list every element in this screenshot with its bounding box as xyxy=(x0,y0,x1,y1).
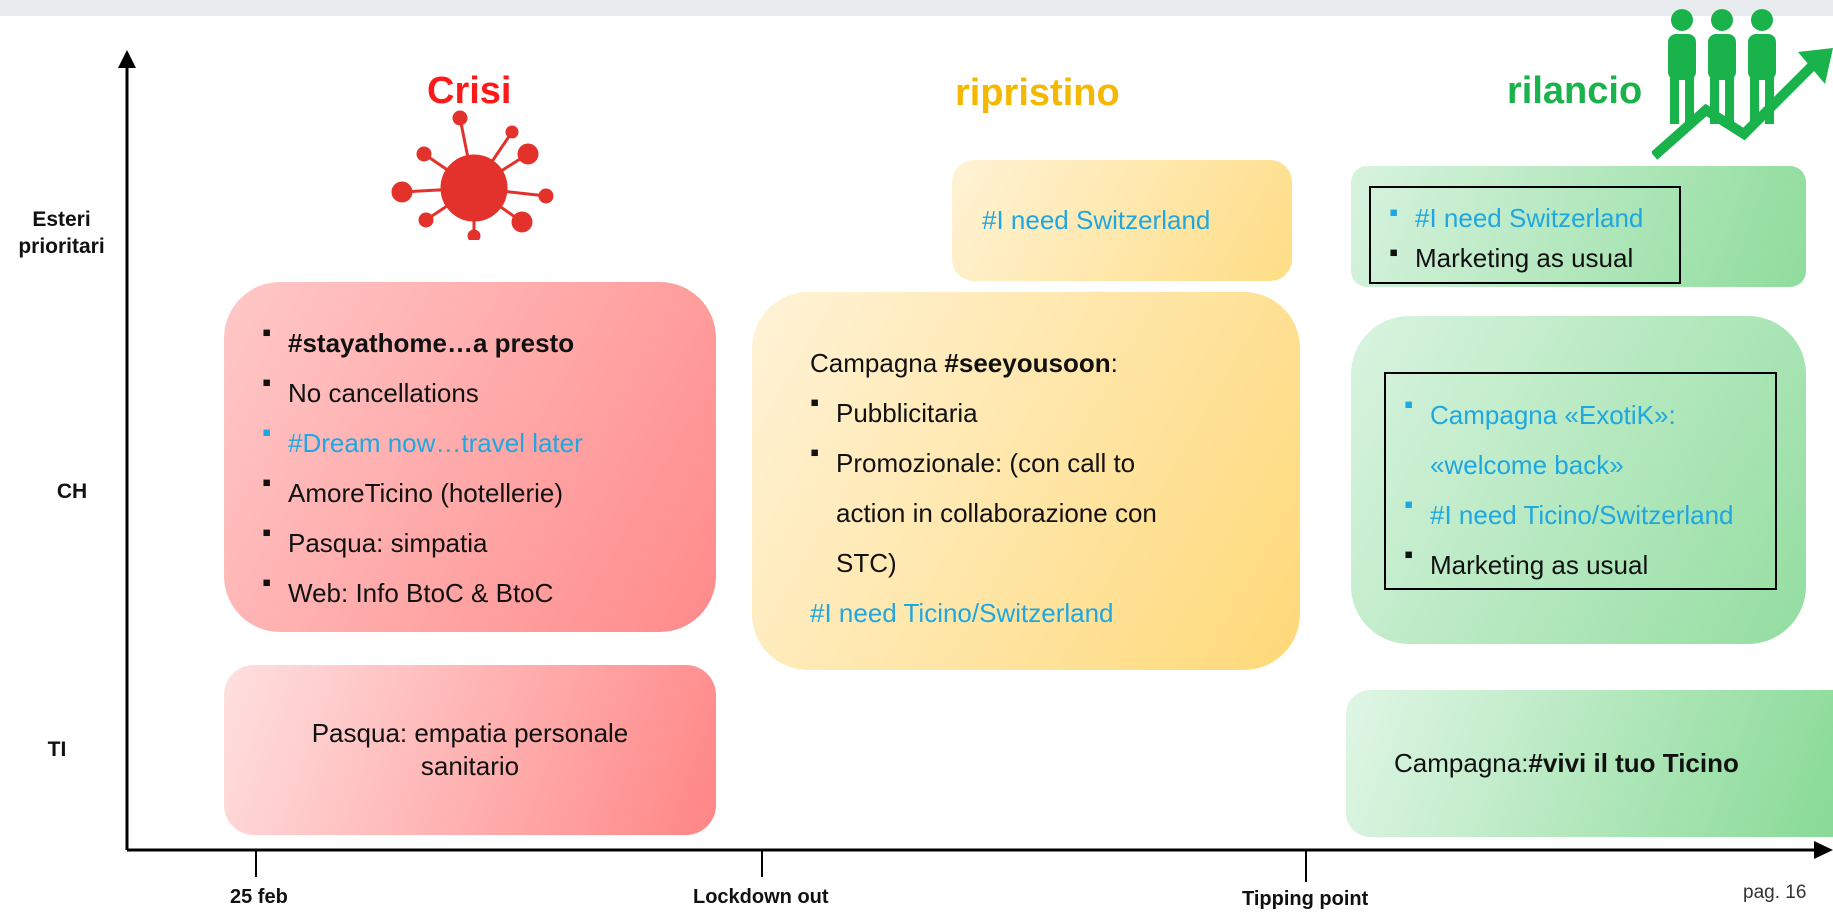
list-item: #I need Ticino/Switzerland xyxy=(1404,490,1775,540)
header-band xyxy=(0,0,1833,16)
crisi-ti-line1: Pasqua: empatia personale xyxy=(311,718,629,748)
list-item: #Dream now…travel later xyxy=(262,418,716,468)
xlabel-tipping: Tipping point xyxy=(1242,888,1369,910)
list-item: Marketing as usual xyxy=(1389,238,1679,278)
growth-people-icon xyxy=(1652,9,1833,160)
list-item: #stayathome…a presto xyxy=(262,318,716,368)
list-item: Promozionale: (con call to action in col… xyxy=(810,438,1300,588)
list-item: Marketing as usual xyxy=(1404,540,1775,590)
phase-rilancio: rilancio xyxy=(1507,70,1643,112)
rilancio-ti-bold: #vivi il tuo Ticino xyxy=(1528,748,1739,778)
page-number: pag. 16 xyxy=(1743,882,1807,903)
phase-crisi: Crisi xyxy=(427,70,512,112)
crisi-ti-box: Pasqua: empatia personale sanitario xyxy=(224,665,716,835)
list-item: Pubblicitaria xyxy=(810,388,1300,438)
rilancio-ch-frame: Campagna «ExotiK»: «welcome back» #I nee… xyxy=(1384,372,1777,590)
ripristino-ch-intro: Campagna #seeyousoon: xyxy=(810,348,1118,378)
rilancio-ti-prefix: Campagna: xyxy=(1394,748,1529,778)
rilancio-esteri-list: #I need Switzerland Marketing as usual xyxy=(1389,198,1679,278)
crisi-ti-line2: sanitario xyxy=(420,751,520,781)
rilancio-esteri-box: #I need Switzerland Marketing as usual xyxy=(1351,166,1806,287)
list-item: Pasqua: simpatia xyxy=(262,518,716,568)
ylabel-ch: CH xyxy=(56,480,88,503)
ripristino-ch-box: Campagna #seeyousoon: Pubblicitaria Prom… xyxy=(752,292,1300,670)
xlabel-25feb: 25 feb xyxy=(230,886,288,908)
list-item: Campagna «ExotiK»: «welcome back» xyxy=(1404,390,1775,490)
rilancio-ch-box: Campagna «ExotiK»: «welcome back» #I nee… xyxy=(1351,316,1806,644)
rilancio-ch-list: Campagna «ExotiK»: «welcome back» #I nee… xyxy=(1404,390,1775,590)
rilancio-ti-box: Campagna: #vivi il tuo Ticino xyxy=(1346,690,1833,837)
ripristino-esteri-hashtag: #I need Switzerland xyxy=(982,205,1211,235)
xlabel-lockdown: Lockdown out xyxy=(693,886,829,908)
ripristino-ch-hashtag: #I need Ticino/Switzerland xyxy=(810,598,1114,628)
list-item: No cancellations xyxy=(262,368,716,418)
crisi-ch-box: #stayathome…a presto No cancellations #D… xyxy=(224,282,716,632)
phase-ripristino: ripristino xyxy=(955,72,1120,114)
ylabel-ti: TI xyxy=(47,738,67,761)
ylabel-esteri: Esteri prioritari xyxy=(18,208,105,259)
rilancio-esteri-frame: #I need Switzerland Marketing as usual xyxy=(1369,186,1681,284)
ripristino-ch-list: Pubblicitaria Promozionale: (con call to… xyxy=(810,388,1300,588)
y-axis-arrow xyxy=(118,50,136,68)
ripristino-esteri-box: #I need Switzerland xyxy=(952,160,1292,281)
list-item: Web: Info BtoC & BtoC xyxy=(262,568,716,618)
virus-icon xyxy=(391,110,554,240)
list-item: AmoreTicino (hotellerie) xyxy=(262,468,716,518)
x-axis-arrow xyxy=(1814,841,1833,859)
list-item: #I need Switzerland xyxy=(1389,198,1679,238)
crisi-ch-list: #stayathome…a presto No cancellations #D… xyxy=(262,318,716,618)
